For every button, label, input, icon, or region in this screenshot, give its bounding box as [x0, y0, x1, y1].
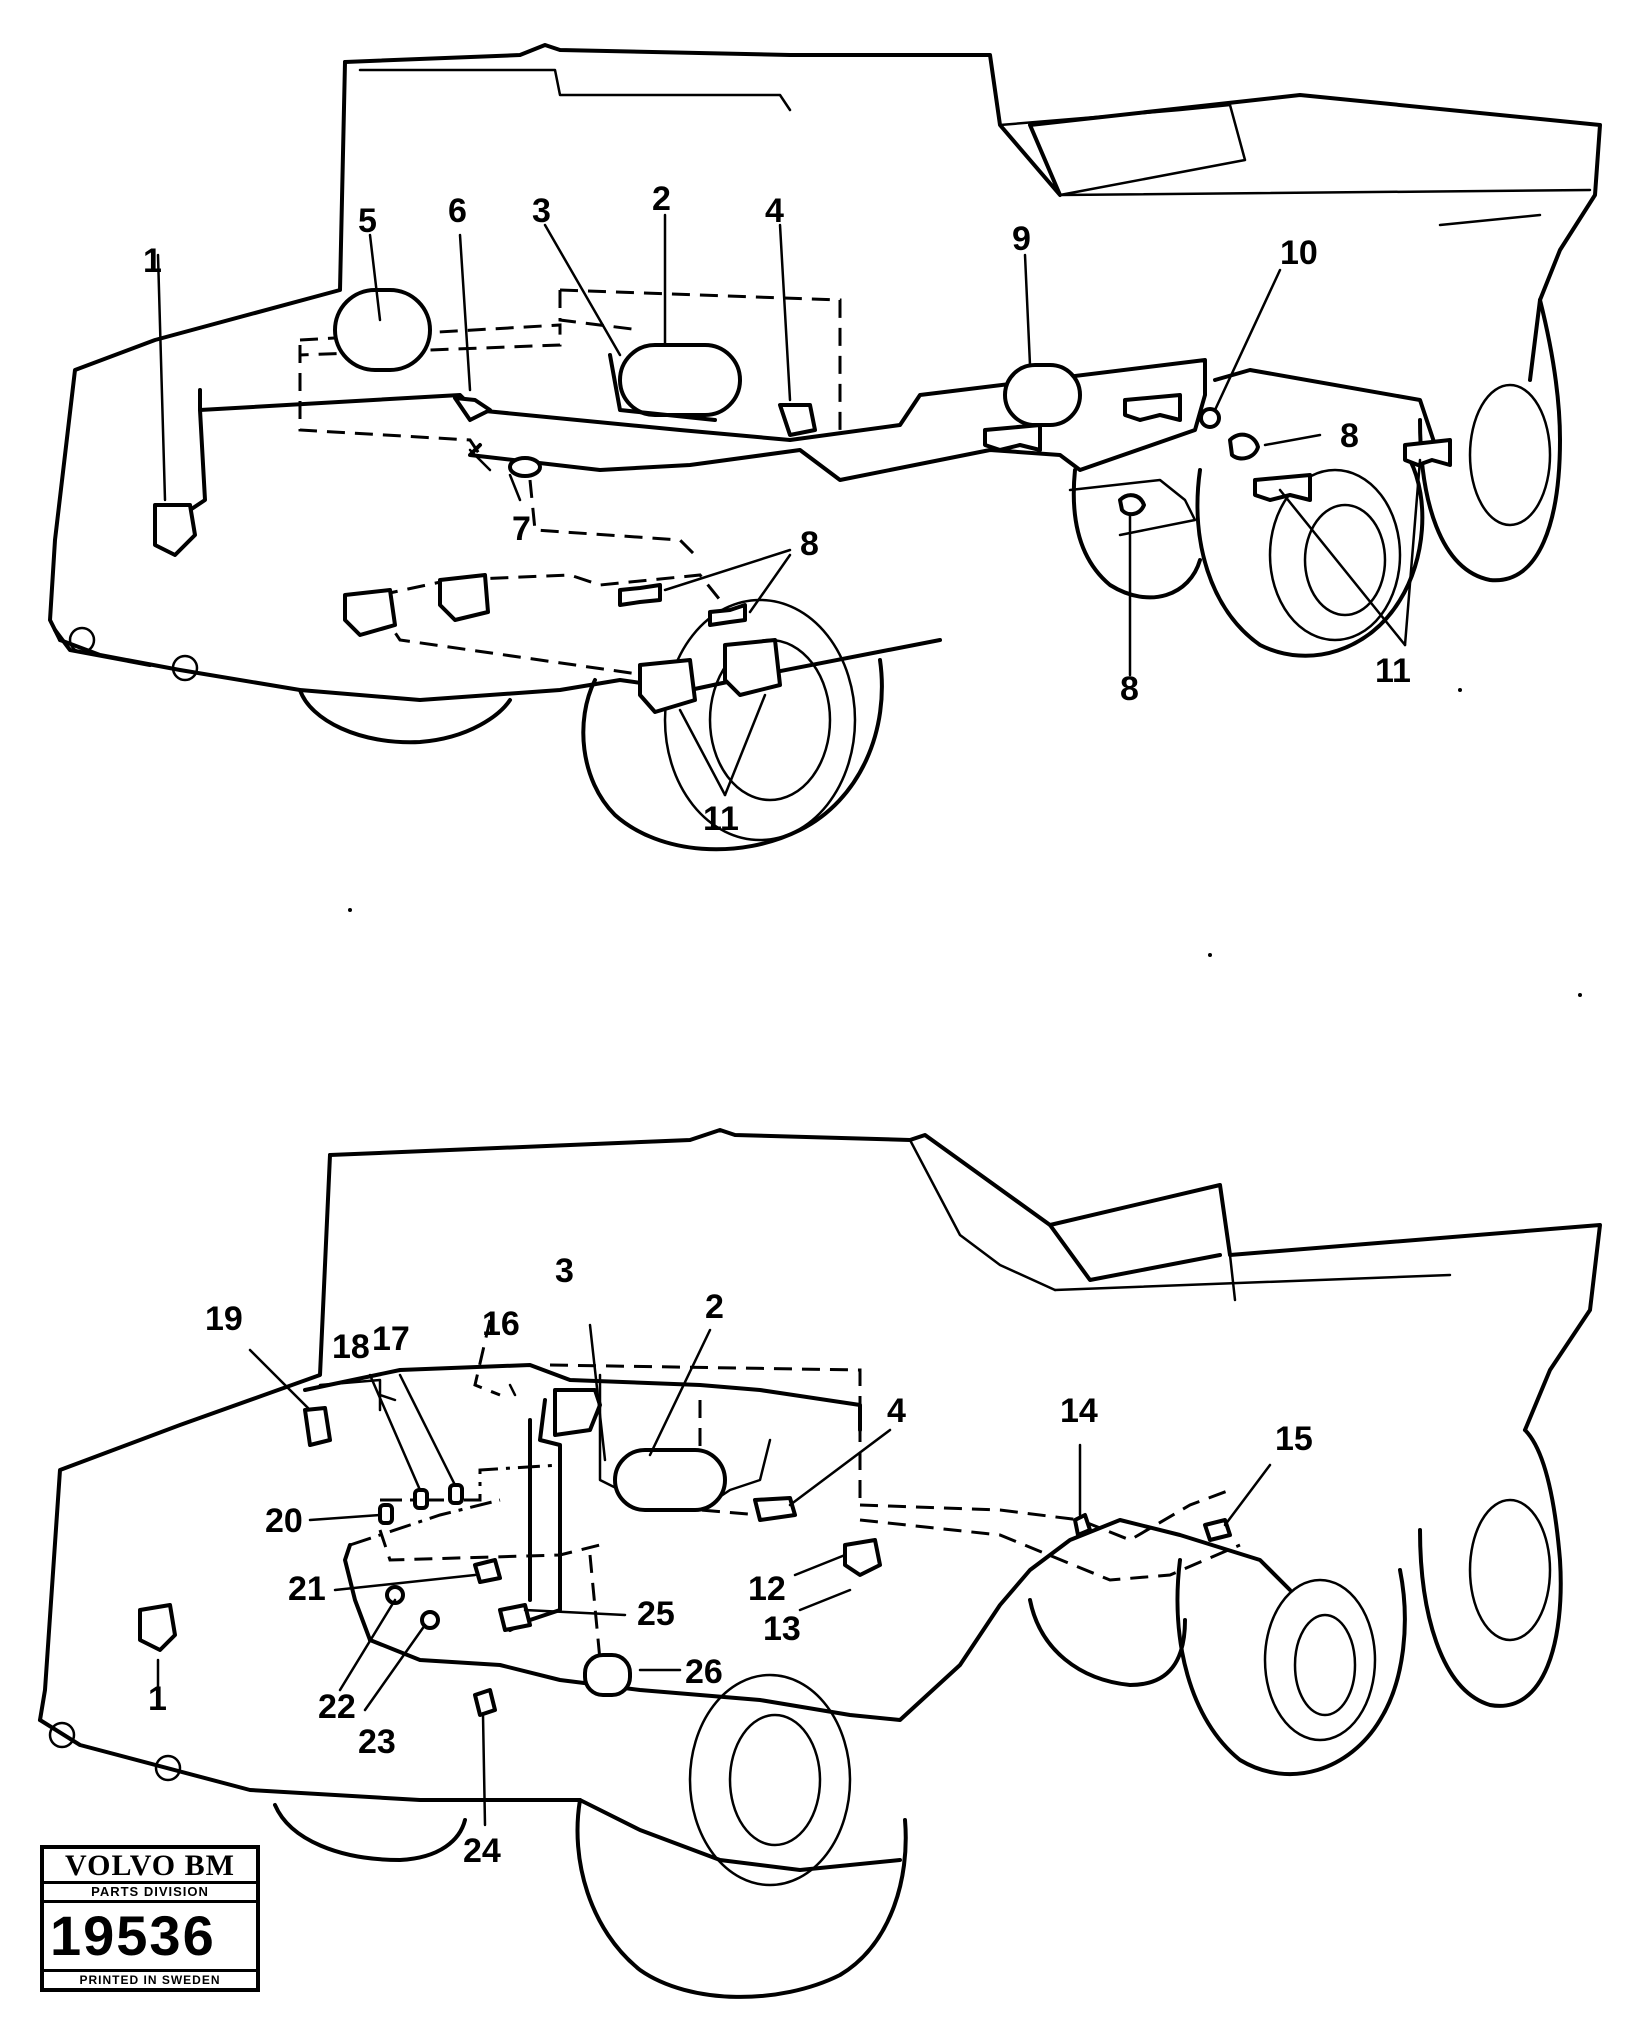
callout-bottom-21: 21: [288, 1570, 326, 1608]
callout-top-2: 2: [652, 180, 671, 218]
callout-top-8-right: 8: [1340, 417, 1359, 455]
callout-top-1: 1: [143, 242, 162, 280]
callout-top-3: 3: [532, 192, 551, 230]
callout-top-5: 5: [358, 202, 377, 240]
callout-bottom-24: 24: [463, 1832, 501, 1870]
callout-top-10: 10: [1280, 234, 1318, 272]
callout-bottom-3: 3: [555, 1252, 574, 1290]
stamp-footer: PRINTED IN SWEDEN: [44, 1969, 256, 1988]
callout-bottom-2: 2: [705, 1288, 724, 1326]
callout-bottom-17: 17: [372, 1320, 410, 1358]
volvo-bm-stamp: VOLVO BM PARTS DIVISION 19536 PRINTED IN…: [40, 1845, 260, 1992]
callout-bottom-18: 18: [332, 1328, 370, 1366]
callout-bottom-23: 23: [358, 1723, 396, 1761]
top-machine-drawing: [48, 43, 1602, 852]
callout-top-11-center: 11: [703, 800, 739, 838]
callout-bottom-12: 12: [748, 1570, 786, 1608]
callout-bottom-16: 16: [482, 1305, 520, 1343]
callout-bottom-25: 25: [637, 1595, 675, 1633]
callout-bottom-1: 1: [148, 1680, 167, 1718]
stamp-brand: VOLVO BM: [65, 1849, 235, 1882]
callout-bottom-22: 22: [318, 1688, 356, 1726]
callout-top-6: 6: [448, 192, 467, 230]
callout-top-4: 4: [765, 192, 784, 230]
callout-bottom-4: 4: [887, 1392, 906, 1430]
callout-bottom-14: 14: [1060, 1392, 1098, 1430]
stamp-number: 19536: [50, 1904, 216, 1967]
callout-bottom-19: 19: [205, 1300, 243, 1338]
callout-bottom-20: 20: [265, 1502, 303, 1540]
callout-bottom-15: 15: [1275, 1420, 1313, 1458]
bottom-machine-drawing: [38, 1128, 1602, 1999]
callout-top-7: 7: [512, 510, 531, 548]
callout-top-8-bottom: 8: [1120, 670, 1139, 708]
callout-top-8-center: 8: [800, 525, 819, 563]
stamp-division: PARTS DIVISION: [44, 1881, 256, 1903]
callout-top-9: 9: [1012, 220, 1031, 258]
callout-bottom-26: 26: [685, 1653, 723, 1691]
callout-top-11-right: 11: [1375, 652, 1411, 690]
callout-bottom-13: 13: [763, 1610, 801, 1648]
